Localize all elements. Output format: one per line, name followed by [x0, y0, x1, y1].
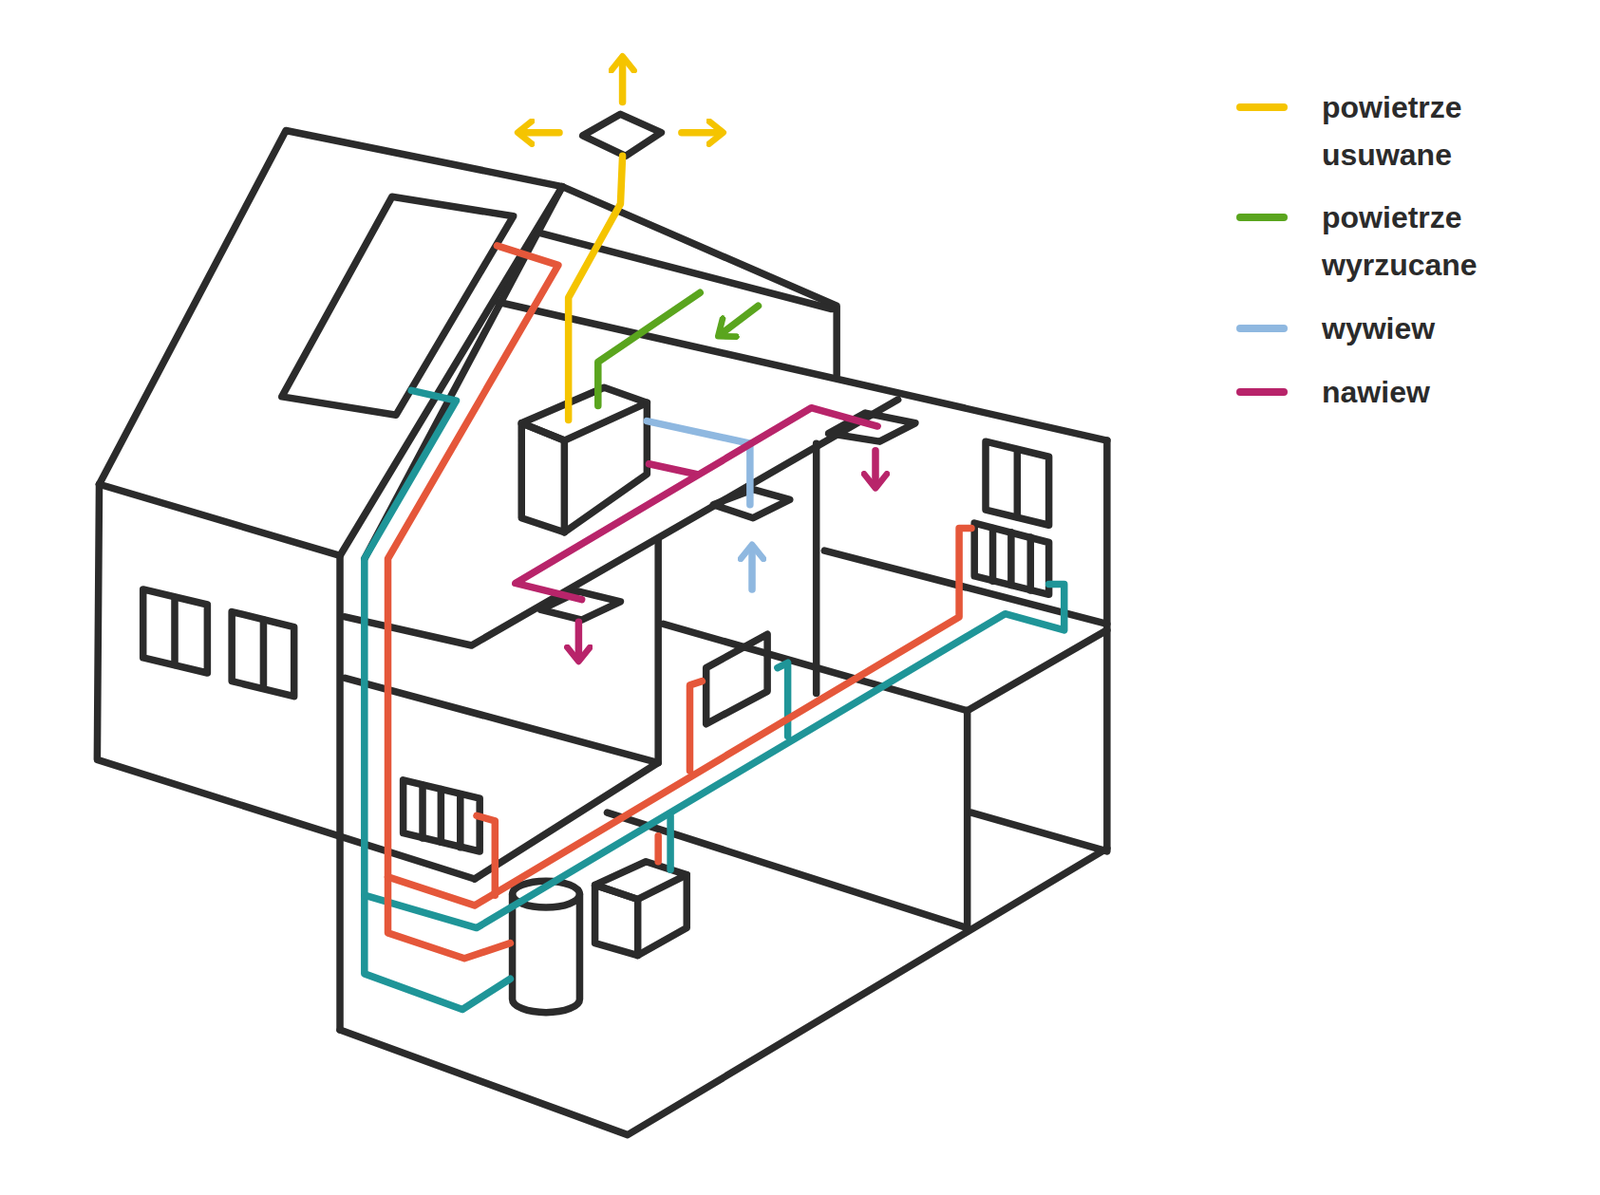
legend-swatch — [1236, 103, 1288, 112]
legend-entry: wywiew — [1236, 304, 1550, 353]
legend-swatch — [1236, 324, 1288, 333]
legend-label: nawiew — [1321, 368, 1550, 416]
legend-entry: powietrze wyrzucane — [1236, 193, 1550, 289]
legend-swatch — [1236, 388, 1288, 396]
legend-entry: powietrze usuwane — [1236, 83, 1550, 179]
legend-label: powietrze usuwane — [1321, 83, 1550, 179]
legend-swatch — [1236, 213, 1288, 222]
legend-label: powietrze wyrzucane — [1321, 193, 1550, 289]
legend-entry: nawiew — [1236, 368, 1550, 416]
legend-label: wywiew — [1321, 304, 1550, 353]
